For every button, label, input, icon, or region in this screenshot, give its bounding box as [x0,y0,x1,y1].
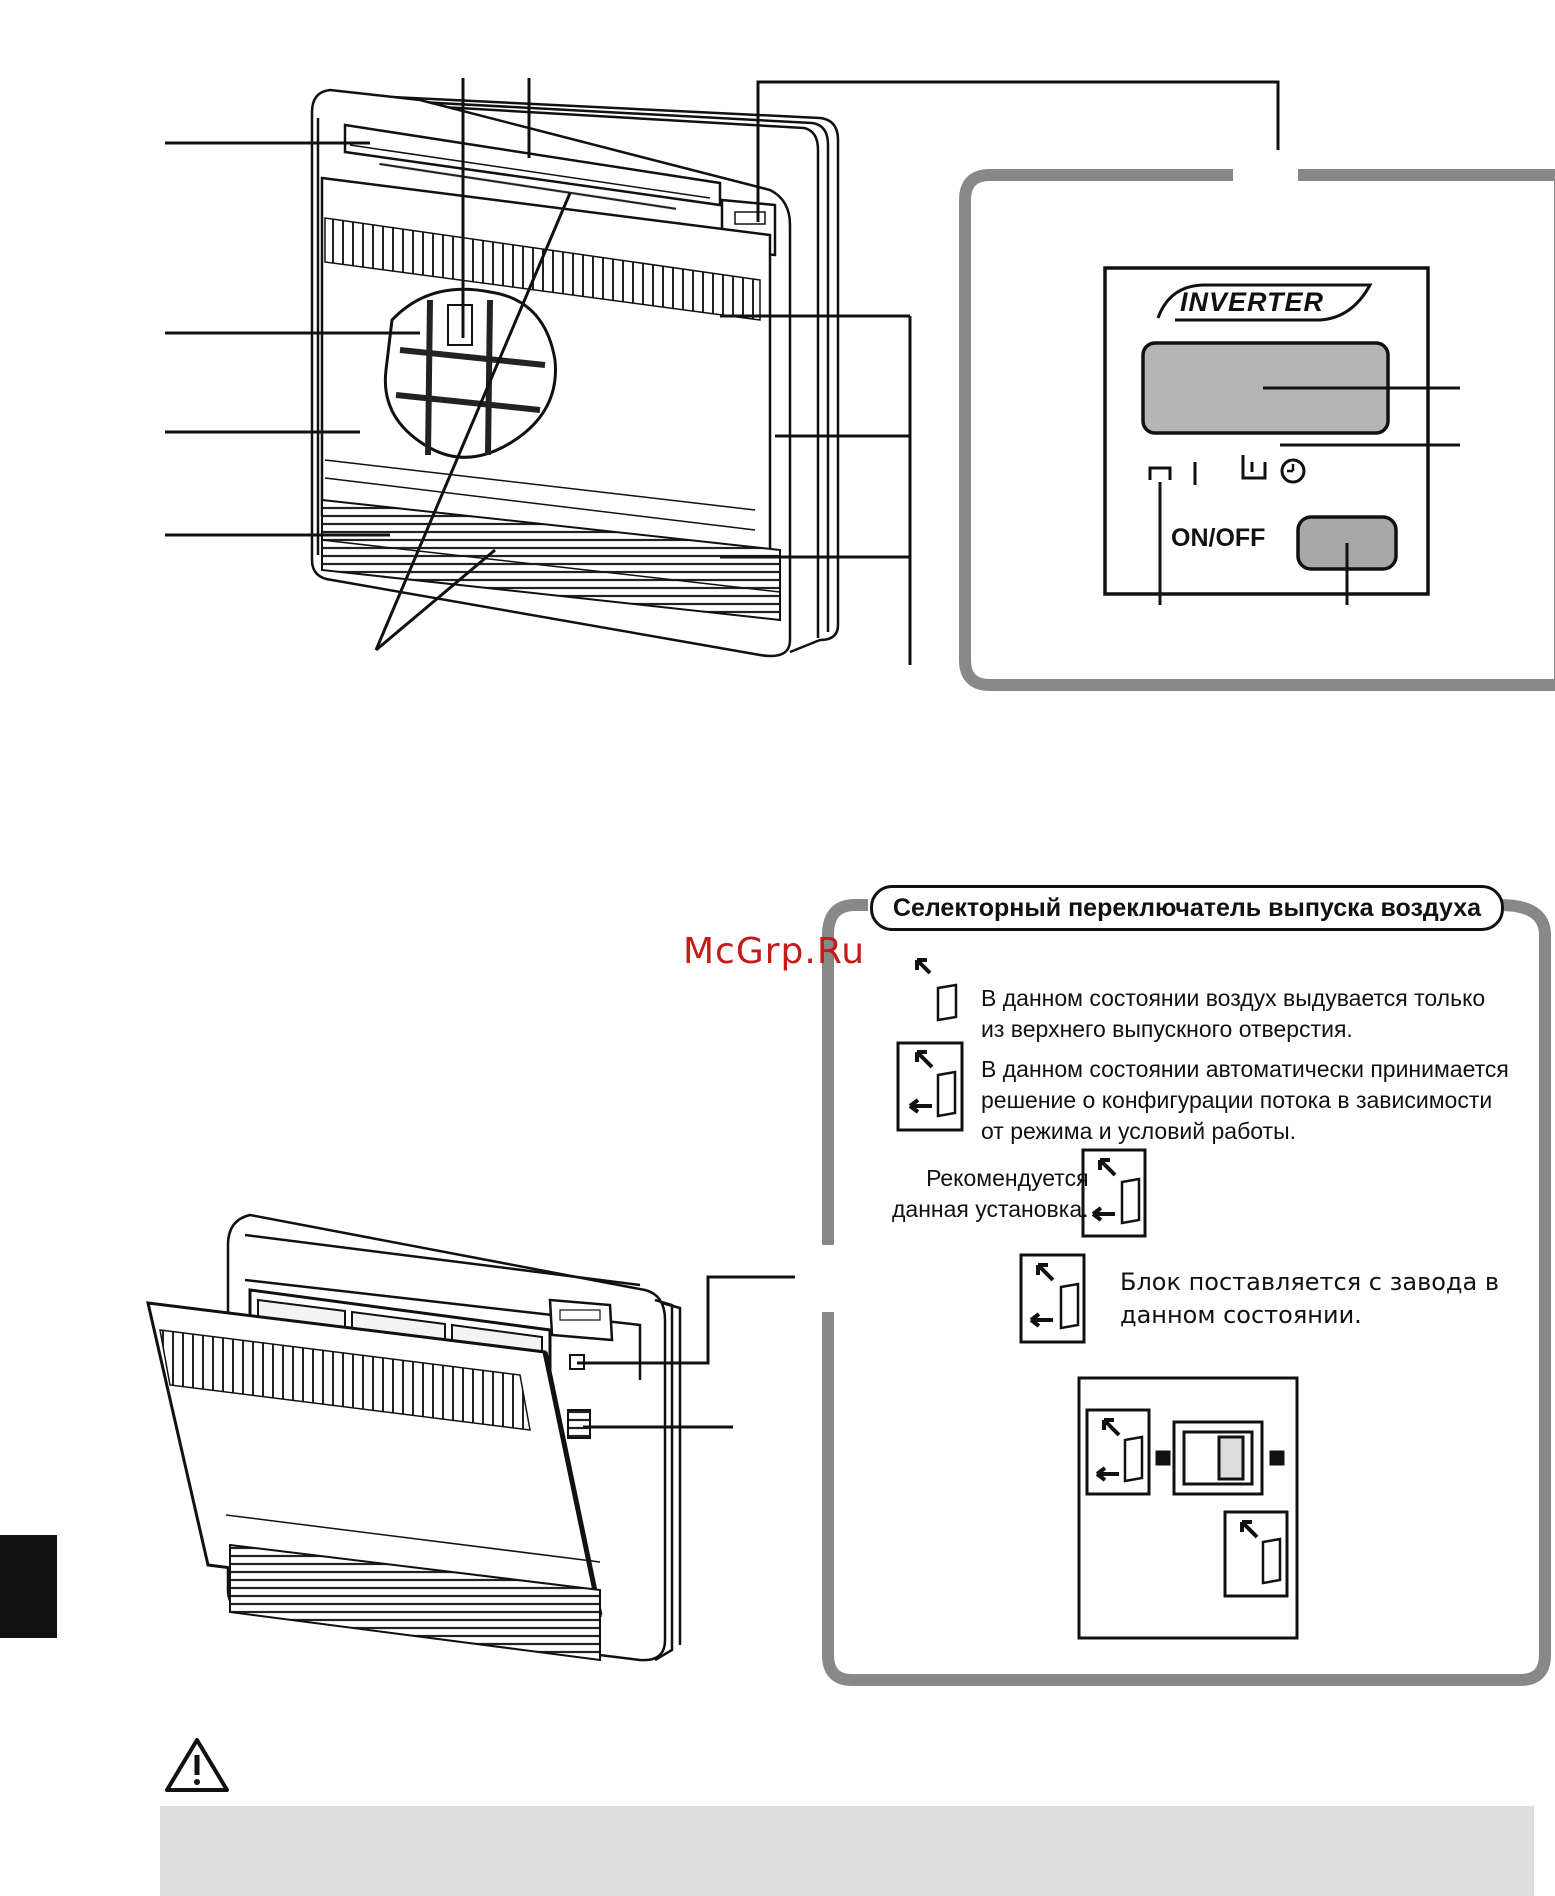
recommended-line2: данная установка. [892,1196,1089,1222]
selector-switch-diagram [1077,1376,1299,1640]
inverter-logo: INVERTER [1180,287,1325,317]
upper-outlet-icon [915,958,958,1022]
auto-state-line2: решение о конфигурации потока в зависимо… [981,1087,1493,1113]
indoor-unit-drawing [310,88,840,658]
auto-state-line1: В данном состоянии автоматически принима… [981,1056,1509,1082]
unit-open-panel-drawing [146,1213,682,1662]
auto-state-line3: от режима и условий работы. [981,1118,1297,1144]
caution-note-box [160,1806,1534,1896]
outlet-selector-frame [822,899,1551,1686]
auto-outlet-icon [896,1041,964,1132]
recommended-text: Рекомендуется данная установка. [892,1163,1089,1225]
onoff-label: ON/OFF [1171,524,1266,552]
recommended-icon [1081,1148,1147,1238]
control-panel-detail [959,150,1555,691]
factory-text: Блок поставляется с завода в данном сост… [1120,1266,1499,1332]
callout-lines-top [165,78,1280,665]
outlet-selector-title: Селекторный переключатель выпуска воздух… [870,885,1504,931]
recommended-line1: Рекомендуется [926,1165,1089,1191]
upper-state-line1: В данном состоянии воздух выдувается тол… [981,985,1486,1011]
upper-state-text: В данном состоянии воздух выдувается тол… [981,983,1485,1045]
auto-state-text: В данном состоянии автоматически принима… [981,1054,1509,1147]
upper-state-line2: из верхнего выпускного отверстия. [981,1016,1353,1042]
factory-line1: Блок поставляется с завода в [1120,1268,1499,1296]
factory-icon [1019,1253,1086,1344]
factory-line2: данном состоянии. [1120,1301,1362,1329]
warning-icon [165,1738,229,1792]
callout-lines-bottom [577,1275,795,1429]
page-edge-tab [0,1535,57,1638]
watermark: McGrp.Ru [683,931,866,972]
